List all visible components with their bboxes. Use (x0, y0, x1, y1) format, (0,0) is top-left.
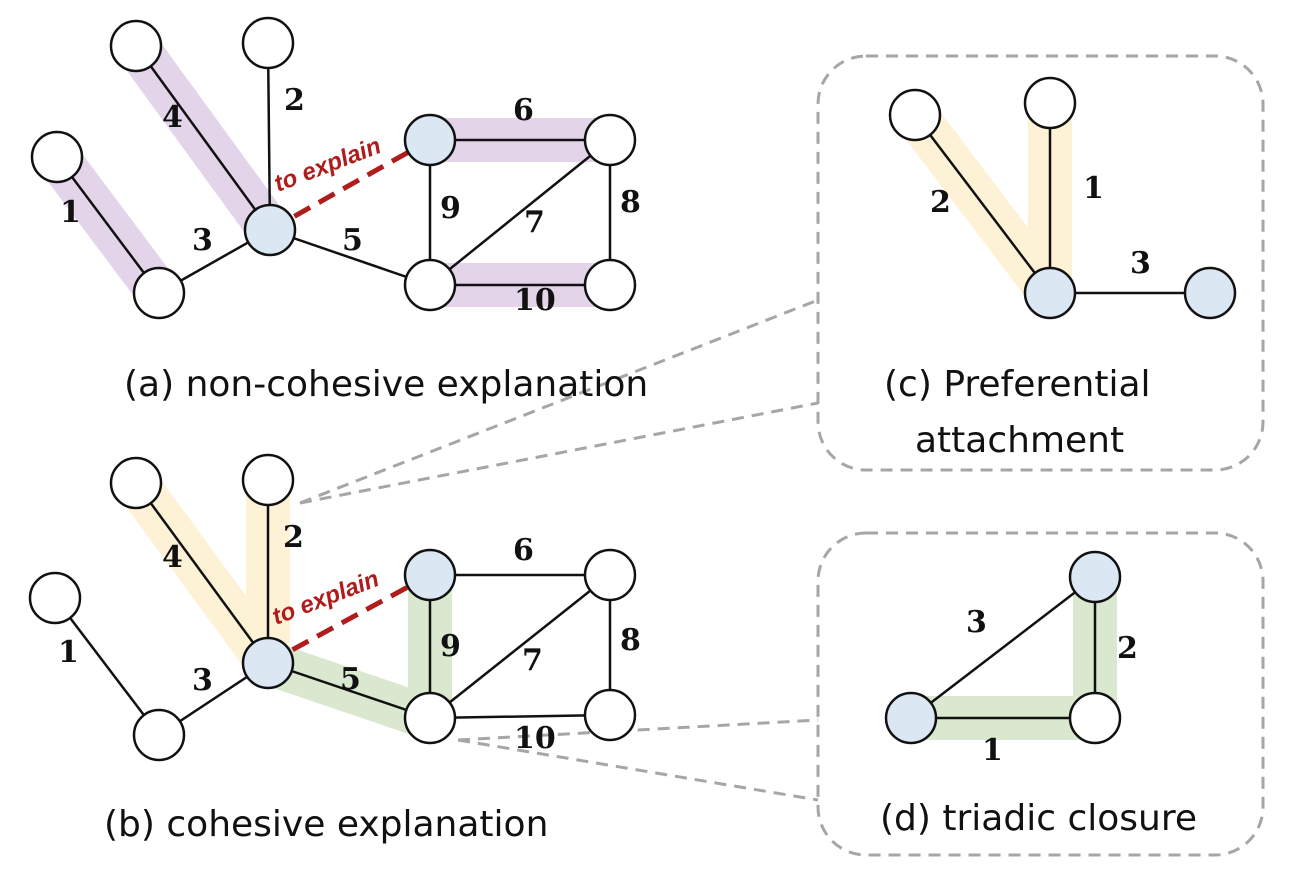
connector-c-top (299, 298, 819, 505)
edge-label: 3 (966, 605, 987, 640)
node (241, 453, 295, 507)
highlighted-node (403, 548, 457, 602)
target-edge-label: to explain (270, 132, 384, 197)
node (403, 258, 457, 312)
highlighted-node (1068, 550, 1122, 604)
edge-label: 10 (514, 283, 556, 318)
panel-c-caption-line2: attachment (915, 420, 1124, 461)
panel-c-edge-labels: 1 2 3 (930, 171, 1151, 281)
node (109, 19, 163, 73)
edge-label: 4 (162, 540, 183, 575)
panel-a-caption: (a) non-cohesive explanation (124, 364, 648, 405)
edge-label: 3 (192, 223, 213, 258)
edge-label: 6 (513, 93, 534, 128)
node (241, 16, 295, 70)
panel-a: 1 2 3 4 5 6 7 8 9 10 to explain (a) non-… (30, 16, 648, 405)
node (132, 266, 186, 320)
panel-d: 1 2 3 (d) triadic closure (880, 550, 1197, 839)
panel-c-box (816, 54, 1265, 472)
connector-d-bottom (457, 738, 819, 802)
panel-a-nodes (30, 16, 637, 320)
node (1068, 691, 1122, 745)
node (403, 691, 457, 745)
node (1023, 76, 1077, 130)
highlighted-node (403, 113, 457, 167)
edge-label: 3 (1130, 246, 1151, 281)
edge-label: 8 (620, 623, 641, 658)
highlighted-node (241, 636, 295, 690)
edge-label: 1 (982, 733, 1003, 768)
zoom-boxes (299, 54, 1265, 857)
edge-label: 4 (162, 100, 183, 135)
edge-label: 8 (620, 185, 641, 220)
node (583, 688, 637, 742)
edge-label: 2 (284, 83, 305, 118)
edge-label: 7 (524, 205, 545, 240)
target-edge-b (266, 572, 432, 666)
edge-label: 1 (1083, 171, 1104, 206)
panel-a-edge-labels: 1 2 3 4 5 6 7 8 9 10 (60, 83, 641, 318)
node (28, 571, 82, 625)
connector-c-bottom (299, 401, 819, 505)
edge-label: 5 (340, 662, 361, 697)
node (109, 456, 163, 510)
node (583, 258, 637, 312)
panel-c-caption-line1: (c) Preferential (884, 364, 1151, 405)
edge-label: 2 (930, 185, 951, 220)
panel-c-nodes (888, 76, 1237, 320)
edge-label: 9 (440, 629, 461, 664)
edge-label: 1 (58, 635, 79, 670)
edge-label: 3 (192, 663, 213, 698)
edge-label: 9 (440, 191, 461, 226)
panel-b: 1 2 3 4 5 6 7 8 9 10 to explain (b) cohe… (28, 453, 641, 845)
highlighted-node (1183, 266, 1237, 320)
panel-b-caption: (b) cohesive explanation (104, 804, 548, 845)
panel-d-box (816, 531, 1265, 857)
node (132, 708, 186, 762)
edge-label: 10 (514, 721, 556, 756)
panel-d-edge-labels: 1 2 3 (966, 605, 1138, 768)
highlighted-node (243, 203, 297, 257)
panel-c: 1 2 3 (c) Preferential attachment (884, 76, 1237, 461)
edge-label: 5 (342, 223, 363, 258)
connector-d-top (457, 718, 819, 742)
node (583, 548, 637, 602)
panel-d-caption: (d) triadic closure (880, 798, 1197, 839)
node (583, 113, 637, 167)
target-edge-a (268, 137, 432, 233)
edge-label: 6 (513, 533, 534, 568)
node (888, 88, 942, 142)
panel-b-nodes (28, 453, 637, 762)
edge-label: 1 (60, 195, 81, 230)
edge-label: 7 (522, 643, 543, 678)
edge-label: 2 (1117, 631, 1138, 666)
panel-c-edges (914, 103, 1210, 295)
edge-label: 2 (283, 520, 304, 555)
highlighted-node (884, 691, 938, 745)
panel-b-edge-labels: 1 2 3 4 5 6 7 8 9 10 (58, 520, 641, 756)
highlighted-node (1023, 266, 1077, 320)
panel-d-nodes (884, 550, 1122, 745)
node (30, 130, 84, 184)
